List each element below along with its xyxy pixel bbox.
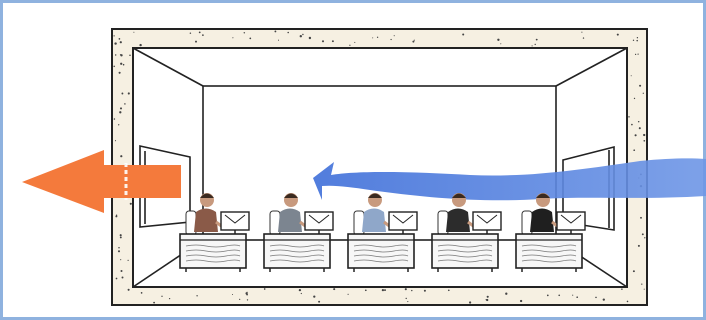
desk [264, 234, 330, 272]
desk [516, 234, 582, 272]
desk [348, 234, 414, 272]
desk [432, 234, 498, 272]
desk [180, 234, 246, 272]
